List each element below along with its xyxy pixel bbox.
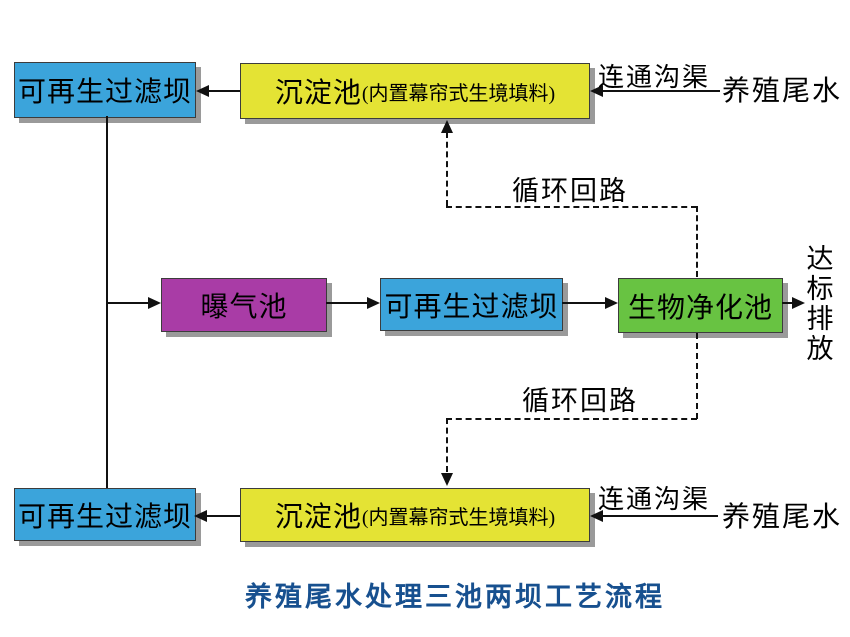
- node-filter-dam-top-label: 可再生过滤坝: [17, 77, 192, 108]
- arrowhead-tailwater-bottom-to-sed-bottom: [590, 510, 603, 522]
- node-filter-dam-top: 可再生过滤坝: [14, 62, 196, 118]
- arrowhead-loop-top-into-sed-top: [441, 120, 453, 133]
- arrowhead-dam-mid-to-bio: [605, 297, 618, 309]
- node-sedimentation-pond-top: 沉淀池(内置幕帘式生境填料): [240, 63, 590, 119]
- loop-bottom-vertical-right: [696, 333, 698, 419]
- arrowhead-aeration-to-dam-mid: [367, 297, 380, 309]
- node-aeration-pond: 曝气池: [161, 278, 327, 332]
- arrowhead-trunk-to-aeration: [148, 297, 161, 309]
- arrow-sed-top-to-dam-top: [209, 90, 240, 92]
- arrow-tailwater-bottom-to-sed-bottom: [603, 515, 718, 517]
- node-sedimentation-pond-bottom-label: 沉淀池: [274, 502, 362, 533]
- loop-bottom-vertical-left: [446, 418, 448, 472]
- diagram-caption: 养殖尾水处理三池两坝工艺流程: [245, 582, 665, 612]
- loop-bottom-horizontal: [446, 418, 697, 420]
- loop-top-horizontal: [446, 206, 697, 208]
- node-sedimentation-pond-bottom-sublabel: (内置幕帘式生境填料): [361, 506, 556, 529]
- node-bio-purification-pond-label: 生物净化池: [627, 292, 773, 324]
- arrow-aeration-to-dam-mid: [326, 302, 367, 304]
- label-connecting-ditch-bottom: 连通沟渠: [598, 485, 711, 514]
- node-aeration-pond-label: 曝气池: [200, 292, 288, 323]
- label-tail-water-bottom: 养殖尾水: [722, 502, 843, 533]
- arrowhead-loop-bottom-into-sed-bottom: [441, 473, 453, 486]
- label-circulation-loop-top: 循环回路: [512, 176, 628, 206]
- arrow-trunk-to-aeration: [106, 302, 148, 304]
- arrowhead-sed-top-to-dam-top: [196, 85, 209, 97]
- arrow-bio-to-discharge: [782, 302, 792, 304]
- loop-top-vertical-right: [696, 206, 698, 277]
- node-filter-dam-middle: 可再生过滤坝: [380, 278, 563, 331]
- node-sedimentation-pond-top-label: 沉淀池: [274, 78, 362, 109]
- node-sedimentation-pond-top-sublabel: (内置幕帘式生境填料): [361, 82, 556, 105]
- arrow-sed-bottom-to-dam-bottom: [207, 515, 240, 517]
- label-tail-water-top: 养殖尾水: [722, 76, 843, 107]
- label-connecting-ditch-top: 连通沟渠: [598, 63, 711, 92]
- arrow-tailwater-top-to-sed-top: [603, 90, 720, 92]
- node-filter-dam-middle-label: 可再生过滤坝: [384, 291, 559, 323]
- node-filter-dam-bottom: 可再生过滤坝: [14, 488, 196, 541]
- node-bio-purification-pond: 生物净化池: [618, 278, 783, 333]
- node-filter-dam-bottom-label: 可再生过滤坝: [17, 501, 192, 533]
- loop-top-vertical-left: [446, 132, 448, 206]
- label-discharge-standard: 达标排放: [806, 244, 834, 364]
- arrowhead-tailwater-top-to-sed-top: [590, 85, 603, 97]
- arrowhead-bio-to-discharge: [792, 297, 805, 309]
- label-circulation-loop-bottom: 循环回路: [522, 386, 638, 416]
- arrowhead-sed-bottom-to-dam-bottom: [194, 510, 207, 522]
- node-sedimentation-pond-bottom: 沉淀池(内置幕帘式生境填料): [240, 488, 590, 542]
- arrow-dam-mid-to-bio: [562, 302, 605, 304]
